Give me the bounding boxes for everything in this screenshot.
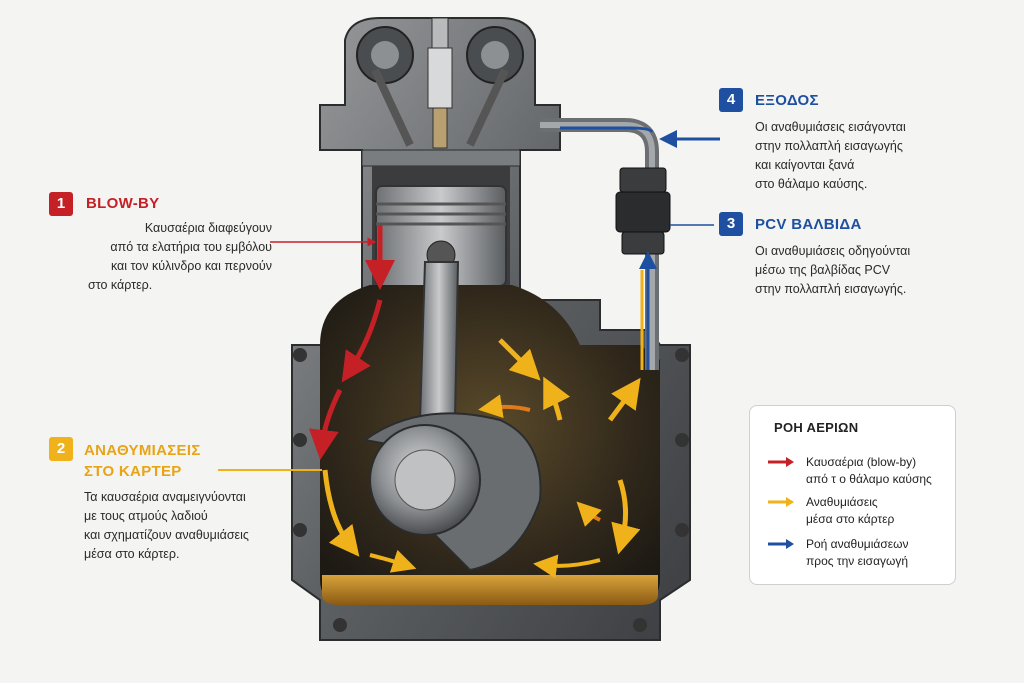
callout-2-number: 2 [49,437,73,461]
legend-box: ΡΟΗ ΑΕΡΙΩΝ Καυσαέρια (blow-by)από τ ο θά… [749,405,956,585]
callout-4-title: ΕΞΟΔΟΣ [755,92,819,109]
callout-4-number: 4 [719,88,743,112]
yellow-arrow-icon [768,497,794,507]
red-arrow-icon [768,457,794,467]
blue-arrow-icon [768,539,794,549]
callout-3-number: 3 [719,212,743,236]
callout-3-title: PCV ΒΑΛΒΙΔΑ [755,216,862,233]
callout-1-title: BLOW-BY [86,195,160,212]
callout-1-number: 1 [49,192,73,216]
legend-title: ΡΟΗ ΑΕΡΙΩΝ [774,420,859,435]
